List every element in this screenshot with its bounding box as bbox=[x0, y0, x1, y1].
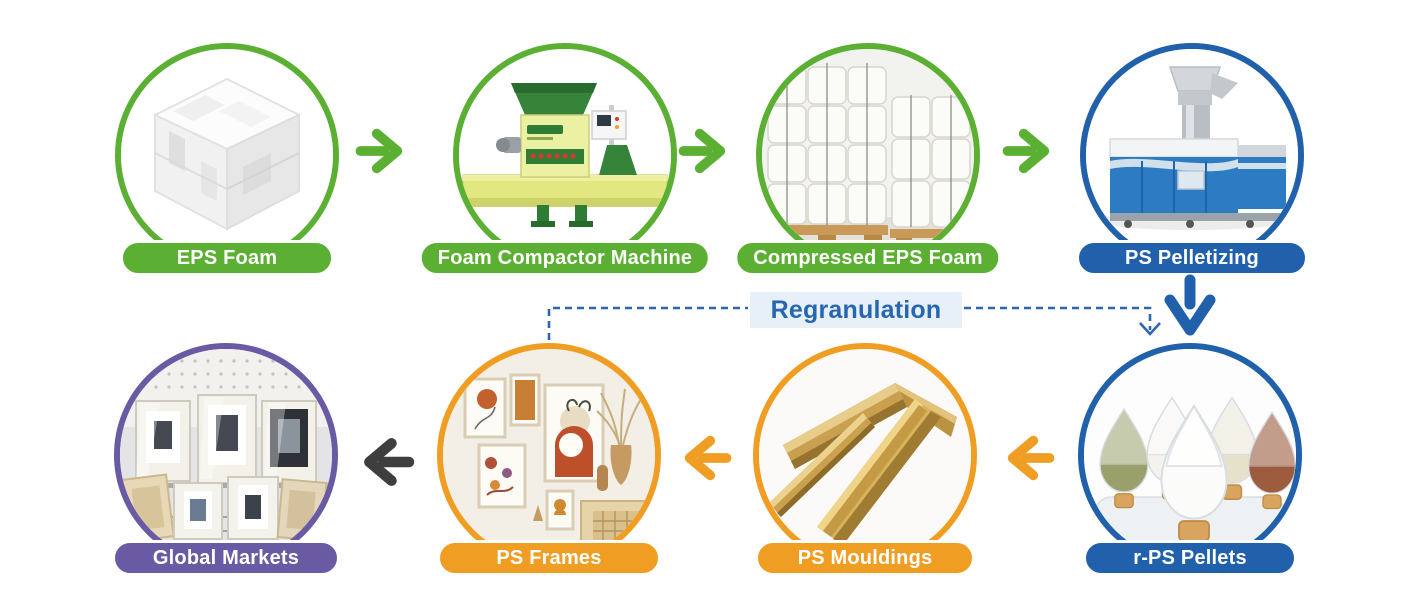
eps-foam-label: EPS Foam bbox=[120, 240, 334, 276]
node-eps-foam: EPS Foam bbox=[115, 43, 339, 276]
regranulation-label: Regranulation bbox=[750, 292, 962, 328]
gallery-wall-illustration bbox=[443, 349, 655, 561]
r-ps-pellets-label: r-PS Pellets bbox=[1083, 540, 1297, 576]
foam-compactor-label: Foam Compactor Machine bbox=[418, 240, 712, 276]
arrow-down-pelletizing-to-pellets-icon bbox=[1164, 274, 1216, 336]
ps-frames-label: PS Frames bbox=[437, 540, 661, 576]
ps-mouldings-label: PS Mouldings bbox=[755, 540, 975, 576]
ps-pelletizing-photo bbox=[1080, 43, 1304, 267]
dashed-arrowhead-icon bbox=[1139, 322, 1161, 336]
gold-mouldings-illustration bbox=[759, 349, 971, 561]
arrow-left-frames-to-markets-icon bbox=[364, 438, 415, 486]
arrow-right-compactor-to-compressed-icon bbox=[678, 128, 726, 174]
foam-bales-illustration bbox=[762, 49, 974, 261]
node-ps-frames: PS Frames bbox=[437, 343, 661, 576]
pelletizing-machine-illustration bbox=[1086, 49, 1298, 261]
global-markets-label: Global Markets bbox=[112, 540, 340, 576]
pellet-containers-illustration bbox=[1084, 349, 1296, 561]
compressed-eps-label: Compressed EPS Foam bbox=[734, 240, 1002, 276]
eps-foam-photo bbox=[115, 43, 339, 267]
r-ps-pellets-photo bbox=[1078, 343, 1302, 567]
foam-cube-illustration bbox=[121, 49, 333, 261]
compactor-machine-illustration bbox=[459, 49, 671, 261]
ps-pelletizing-label: PS Pelletizing bbox=[1076, 240, 1308, 276]
arrow-right-eps-to-compactor-icon bbox=[355, 128, 403, 174]
store-shelf-illustration bbox=[120, 349, 332, 561]
arrow-left-pellets-to-mouldings-icon bbox=[1007, 435, 1055, 481]
node-ps-pelletizing: PS Pelletizing bbox=[1076, 43, 1308, 276]
ps-mouldings-photo bbox=[753, 343, 977, 567]
node-compressed-eps: Compressed EPS Foam bbox=[734, 43, 1002, 276]
arrow-left-mouldings-to-frames-icon bbox=[684, 435, 732, 481]
node-r-ps-pellets: r-PS Pellets bbox=[1078, 343, 1302, 576]
global-markets-photo bbox=[114, 343, 338, 567]
node-ps-mouldings: PS Mouldings bbox=[753, 343, 977, 576]
node-global-markets: Global Markets bbox=[112, 343, 340, 576]
compressed-eps-photo bbox=[756, 43, 980, 267]
arrow-right-compressed-to-pelletizing-icon bbox=[1002, 128, 1050, 174]
node-foam-compactor: Foam Compactor Machine bbox=[418, 43, 712, 276]
foam-compactor-photo bbox=[453, 43, 677, 267]
ps-frames-photo bbox=[437, 343, 661, 567]
